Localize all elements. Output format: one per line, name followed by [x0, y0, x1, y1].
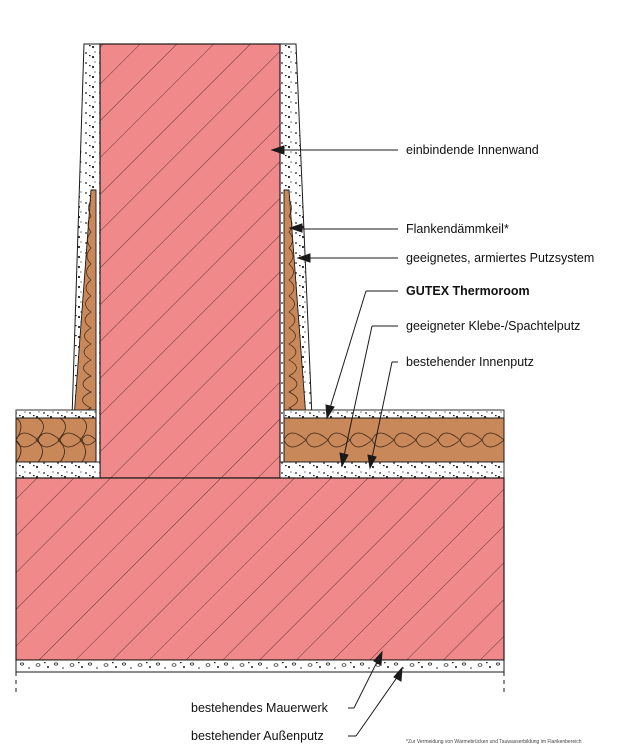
existing-exterior-plaster — [15, 659, 505, 696]
label-putzsystem: geeignetes, armiertes Putzsystem — [406, 251, 595, 265]
label-klebeputz: geeigneter Klebe-/Spachtelputz — [406, 319, 581, 333]
insulation-layer — [15, 409, 505, 479]
label-aussenputz: bestehender Außenputz — [191, 729, 324, 743]
label-innenwand: einbindende Innenwand — [406, 143, 539, 157]
leader-lines — [270, 145, 403, 737]
existing-masonry — [15, 477, 505, 661]
label-innenputz: bestehender Innenputz — [406, 355, 534, 369]
label-mauerwerk: bestehendes Mauerwerk — [191, 701, 328, 715]
label-flankendaemmkeil: Flankendämmkeil* — [406, 222, 509, 236]
interior-wall — [71, 43, 313, 479]
footnote: *Zur Vermeidung von Wärmebrücken und Tau… — [406, 739, 582, 745]
label-thermoroom: GUTEX Thermoroom — [406, 284, 530, 298]
